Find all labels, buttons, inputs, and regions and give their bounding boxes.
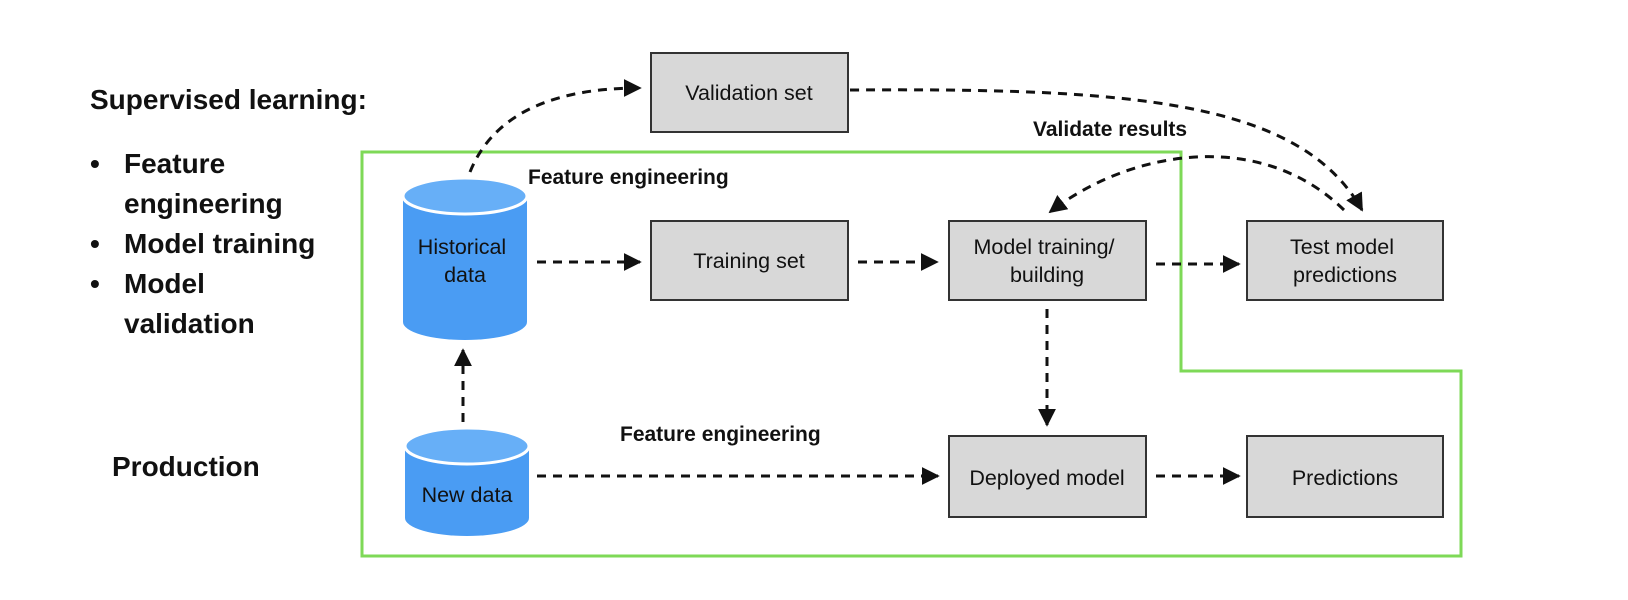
- svg-text:Deployed model: Deployed model: [969, 466, 1124, 490]
- new-data-label: New data: [422, 483, 513, 507]
- svg-text:Test model predictions: Test model predictions: [1290, 235, 1400, 287]
- supervised-learning-list: Feature engineering Model training Model…: [88, 144, 324, 344]
- historical-data-cylinder: Historical data: [401, 176, 529, 340]
- validation-set-box: Validation set: [650, 52, 849, 133]
- svg-text:Validation set: Validation set: [685, 81, 813, 105]
- validate-results-label: Validate results: [1033, 118, 1187, 141]
- svg-text:New data: New data: [422, 483, 513, 507]
- svg-text:Historical data: Historical data: [418, 235, 512, 287]
- supervised-learning-heading: Supervised learning:: [90, 84, 367, 115]
- arrow-historical-to-validation: [468, 79, 642, 173]
- svg-text:Training set: Training set: [693, 249, 805, 273]
- bullet-item: Feature engineering: [88, 144, 324, 224]
- bullet-item: Model training: [88, 224, 324, 264]
- svg-text:Model training/ building: Model training/ building: [973, 235, 1120, 287]
- predictions-box: Predictions: [1246, 435, 1444, 518]
- arrow-test-to-model-validate: [1048, 155, 1346, 214]
- feature-engineering-label-bottom: Feature engineering: [620, 423, 821, 446]
- svg-text:Predictions: Predictions: [1292, 466, 1398, 490]
- test-predictions-box: Test model predictions: [1246, 220, 1444, 301]
- deployed-model-box: Deployed model: [948, 435, 1147, 518]
- historical-data-label: Historical: [418, 235, 506, 259]
- model-training-box: Model training/ building: [948, 220, 1147, 301]
- production-heading: Production: [112, 451, 260, 482]
- bullet-item: Model validation: [88, 264, 274, 344]
- historical-data-label: data: [444, 263, 486, 287]
- feature-engineering-label-top: Feature engineering: [528, 166, 729, 189]
- arrow-validation-to-test: [849, 88, 1364, 212]
- supervised-boundary: [360, 150, 1463, 558]
- new-data-cylinder: New data: [403, 426, 531, 536]
- training-set-box: Training set: [650, 220, 849, 301]
